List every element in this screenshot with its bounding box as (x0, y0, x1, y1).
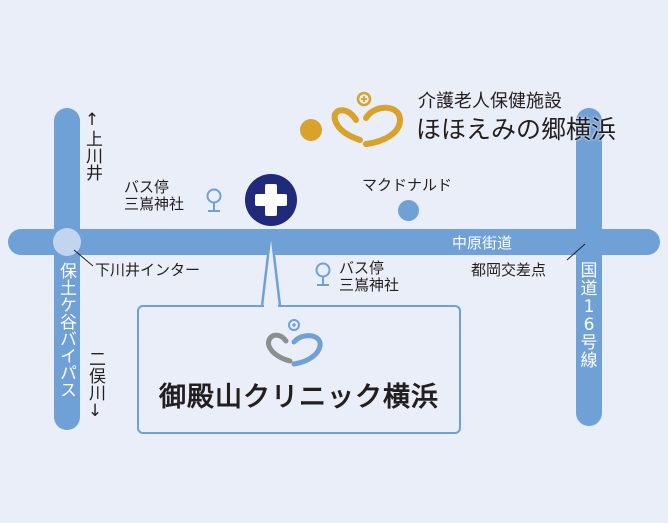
bus-stop-right-line2: 三嶌神社 (339, 276, 400, 294)
label-kokudo-16: 国道16号線 (580, 261, 598, 371)
bus-stop-left-line1: バス停 (124, 178, 170, 196)
road-hodogaya-bypass (54, 108, 80, 430)
bus-stop-right-label: バス停 三嶌神社 (339, 260, 399, 294)
direction-south: 二俣川↓ (85, 350, 105, 421)
bus-stop-left-label: バス停 三嶌神社 (124, 179, 184, 213)
facility-logo-icon (331, 91, 404, 147)
interchange-leader (73, 249, 94, 267)
direction-north: ↑上川井 (82, 110, 102, 181)
bus-stop-icon (315, 262, 331, 286)
intersection-leader (566, 243, 586, 261)
callout-pointer-gap (264, 304, 278, 309)
bus-stop-right-line1: バス停 (339, 259, 385, 277)
label-intersection: 都岡交差点 (471, 261, 547, 279)
facility-subtitle: 介護老人保健施設 (418, 91, 562, 112)
clinic-logo-icon (266, 319, 323, 367)
dot-marker-icon (398, 200, 419, 221)
facility-name: ほほえみの郷横浜 (416, 115, 617, 144)
label-hodogaya-bypass: 保土ケ谷バイパス (56, 262, 76, 398)
label-interchange: 下川井インター (95, 261, 201, 279)
bus-stop-icon (206, 188, 222, 212)
road-kokudo-16 (576, 108, 602, 426)
clinic-name: 御殿山クリニック横浜 (159, 382, 439, 413)
bus-stop-left-line2: 三嶌神社 (124, 195, 185, 213)
medical-cross-icon[interactable] (244, 173, 298, 227)
road-nakahara-kaido (8, 229, 660, 255)
label-nakahara-kaido: 中原街道 (452, 234, 513, 252)
facility-dot-marker-icon (300, 119, 322, 141)
label-mcdonalds: マクドナルド (362, 176, 453, 194)
